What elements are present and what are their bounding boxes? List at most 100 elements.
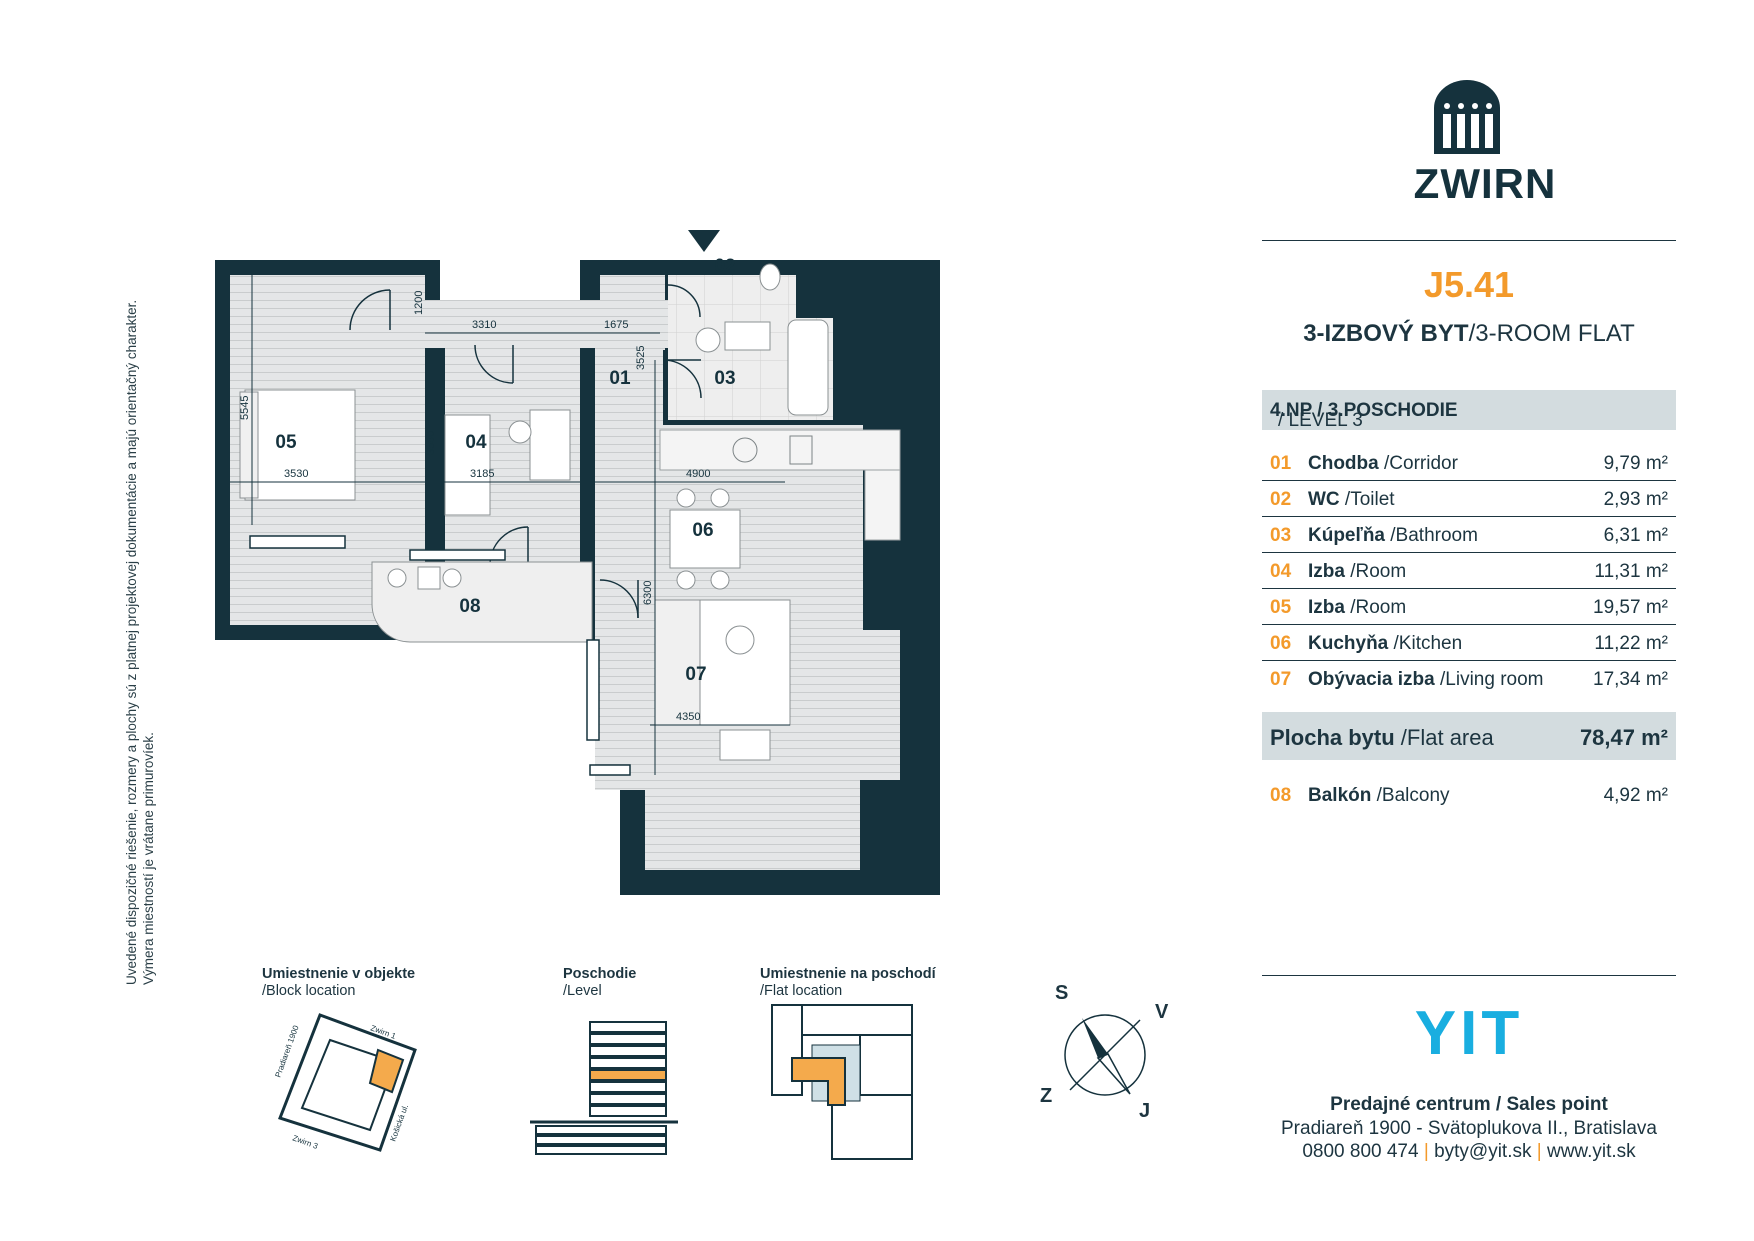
list-item: 02 WC /Toilet 2,93 m² (1262, 481, 1676, 517)
total-label-en: /Flat area (1394, 725, 1494, 750)
total-area-bar: Plocha bytu /Flat area 78,47 m² (1262, 712, 1676, 760)
dim-4350: 4350 (676, 711, 700, 723)
list-item: 04 Izba /Room 11,31 m² (1262, 553, 1676, 589)
disclaimer-line-1: Uvedené dispozičné riešenie, rozmery a p… (124, 299, 139, 985)
room-area: 17,34 m² (1593, 669, 1668, 690)
dim-3310: 3310 (472, 319, 496, 331)
list-item: 07 Obývacia izba /Living room 17,34 m² (1262, 661, 1676, 696)
room-name-en: /Room (1344, 561, 1407, 582)
flat-location-sub: /Flat location (760, 983, 843, 999)
floor-plan: 01 02 03 04 05 06 07 08 3310 1675 1200 3… (215, 230, 940, 895)
separator: | (1536, 1141, 1542, 1162)
zwirn-logo-icon (1434, 80, 1500, 154)
block-location-map: Zwirn 1 Pradiareň 1900 Košická ul. Zwirn… (273, 1013, 417, 1152)
dim-3525: 3525 (635, 346, 647, 370)
total-label: Plocha bytu /Flat area (1270, 725, 1494, 751)
room-name: Obývacia izba /Living room (1308, 669, 1544, 691)
room-name-sk: Obývacia izba (1308, 669, 1435, 690)
room-num: 02 (1270, 489, 1292, 510)
compass-east: V (1155, 1001, 1169, 1023)
sales-email[interactable]: byty@yit.sk (1434, 1141, 1532, 1162)
flat-location-title: Umiestnenie na poschodí (760, 966, 936, 982)
dim-3530: 3530 (284, 468, 308, 480)
room-num: 05 (1270, 597, 1292, 618)
sales-web[interactable]: www.yit.sk (1546, 1141, 1636, 1162)
compass-icon (1064, 1014, 1146, 1096)
flat-type: 3-IZBOVÝ BYT/3-ROOM FLAT (1262, 320, 1676, 348)
room-num: 03 (1270, 525, 1292, 546)
sales-address: Pradiareň 1900 - Svätoplukova II., Brati… (1281, 1118, 1657, 1139)
room-name-en: /Toilet (1339, 489, 1395, 510)
room-list: 01 Chodba /Corridor 9,79 m² 02 WC /Toile… (1262, 445, 1676, 696)
sales-contacts: 0800 800 474 | byty@yit.sk | www.yit.sk (1262, 1141, 1676, 1163)
level-en: / LEVEL 3 (1278, 410, 1363, 431)
flat-type-sk: 3-IZBOVÝ BYT (1303, 320, 1469, 347)
balcony-name: Balkón /Balcony (1308, 785, 1450, 807)
compass-north: S (1055, 982, 1069, 1004)
room-name-sk: Chodba (1308, 453, 1379, 474)
flat-type-en: /3-ROOM FLAT (1468, 320, 1635, 347)
level-diagram (530, 1021, 678, 1155)
room-name: Kúpeľňa /Bathroom (1308, 525, 1478, 547)
block-label-kosicka: Košická ul. (388, 1103, 410, 1142)
room-num: 06 (1270, 633, 1292, 654)
room-name-en: /Kitchen (1388, 633, 1463, 654)
room-label-03: 03 (714, 368, 735, 389)
room-num: 01 (1270, 453, 1292, 474)
flat-location-map (771, 1004, 913, 1160)
level-sk: 4.NP / 3.POSCHODIE (1270, 400, 1458, 421)
room-label-01: 01 (609, 368, 631, 389)
room-name-sk: Izba (1308, 597, 1345, 618)
dim-5545: 5545 (239, 396, 251, 420)
room-name: Chodba /Corridor (1308, 453, 1458, 475)
brand-name: ZWIRN (1413, 160, 1557, 207)
room-name: Izba /Room (1308, 597, 1406, 619)
room-name-en: /Bathroom (1385, 525, 1478, 546)
level-bar: 4.NP / 3.POSCHODIE / LEVEL 3 (1262, 390, 1676, 431)
dim-3550: 3550 (425, 431, 437, 455)
room-label-06: 06 (692, 520, 713, 541)
balcony-row: 08 Balkón /Balcony 4,92 m² (1262, 783, 1676, 813)
flat-code: J5.41 (1423, 264, 1515, 305)
room-area: 9,79 m² (1603, 453, 1668, 474)
room-label-07: 07 (685, 664, 706, 685)
total-label-sk: Plocha bytu (1270, 725, 1395, 750)
room-name: WC /Toilet (1308, 489, 1395, 511)
room-name-sk: Kúpeľňa (1308, 525, 1385, 546)
sales-title: Predajné centrum / Sales point (1330, 1094, 1608, 1115)
dim-6300: 6300 (642, 581, 654, 605)
room-area: 11,22 m² (1594, 633, 1668, 654)
balcony-name-sk: Balkón (1308, 785, 1372, 806)
total-area: 78,47 m² (1579, 725, 1668, 750)
dim-3185: 3185 (470, 468, 494, 480)
list-item: 06 Kuchyňa /Kitchen 11,22 m² (1262, 625, 1676, 661)
divider-top (1262, 240, 1676, 241)
room-name: Izba /Room (1308, 561, 1406, 583)
room-area: 11,31 m² (1594, 561, 1668, 582)
block-location-sub: /Block location (262, 983, 356, 999)
level-title: Poschodie (563, 966, 637, 982)
list-item: 03 Kúpeľňa /Bathroom 6,31 m² (1262, 517, 1676, 553)
room-num: 07 (1270, 669, 1292, 690)
dim-4900: 4900 (686, 468, 710, 480)
room-label-02: 02 (714, 256, 735, 277)
room-label-08: 08 (459, 596, 480, 617)
yit-logo: YIT (1414, 999, 1524, 1068)
balcony-num: 08 (1270, 785, 1292, 806)
room-label-04: 04 (465, 432, 487, 453)
entrance-marker (688, 230, 720, 252)
balcony-name-en: /Balcony (1371, 785, 1450, 806)
block-location-title: Umiestnenie v objekte (262, 966, 416, 982)
room-name-sk: WC (1308, 489, 1340, 510)
compass-west: Z (1040, 1085, 1053, 1107)
divider-bottom (1262, 975, 1676, 976)
room-area: 6,31 m² (1603, 525, 1668, 546)
compass-south: J (1139, 1100, 1151, 1122)
room-num: 04 (1270, 561, 1292, 582)
block-label-pradiaren: Pradiareň 1900 (273, 1024, 300, 1079)
room-area: 19,57 m² (1593, 597, 1668, 618)
room-name-sk: Kuchyňa (1308, 633, 1389, 654)
room-name-en: /Corridor (1378, 453, 1458, 474)
disclaimer: Uvedené dispozičné riešenie, rozmery a p… (123, 265, 157, 985)
room-label-05: 05 (275, 432, 297, 453)
